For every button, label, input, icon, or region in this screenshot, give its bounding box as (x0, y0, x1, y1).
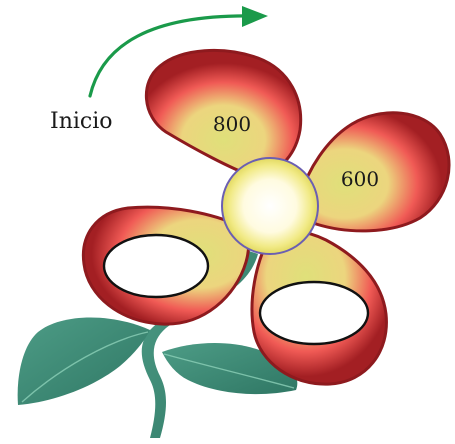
petal-right: 600 (300, 113, 449, 231)
flower-center (222, 158, 318, 254)
petal-right-value: 600 (341, 167, 379, 191)
start-label: Inicio (50, 109, 113, 134)
leaf-left (18, 317, 150, 405)
petal-top-value: 800 (213, 112, 251, 136)
petal-bottom-right-blank-input[interactable] (260, 282, 368, 344)
petal-left (83, 207, 248, 324)
petal-left-blank-input[interactable] (104, 235, 208, 297)
start-arrow-head-icon (242, 6, 268, 27)
